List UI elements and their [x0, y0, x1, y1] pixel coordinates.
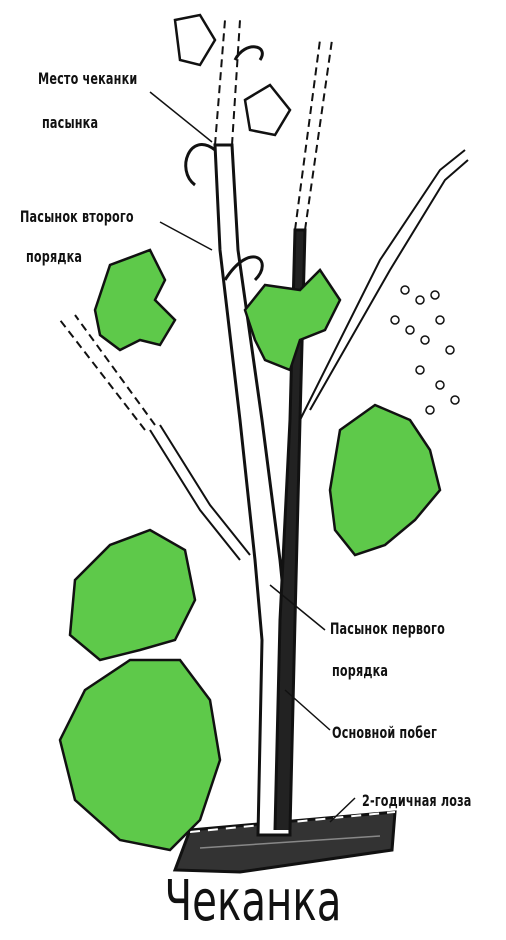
label-pinching-place-line2: пасынка [42, 110, 98, 136]
label-first-order-line1: Пасынок первого [330, 616, 445, 642]
leaf-upper-left [95, 250, 175, 350]
label-main-shoot: Основной побег [332, 720, 437, 746]
label-pinching-place-line1: Место чеканки [38, 66, 137, 92]
grape-cluster [391, 286, 459, 414]
label-first-order-line2: порядка [332, 658, 388, 684]
label-second-order-line1: Пасынок второго [20, 204, 134, 230]
main-shoot [215, 145, 305, 835]
label-two-year-vine: 2-годичная лоза [362, 788, 472, 814]
leaf-tip-outline [175, 15, 215, 65]
leaf-bottom-left [60, 660, 220, 850]
leaf-lower-left [70, 530, 195, 660]
leaf-right [330, 405, 440, 555]
label-second-order-line2: порядка [26, 244, 82, 270]
diagram-title: Чеканка [51, 872, 456, 932]
leaf-small-outline [245, 85, 290, 135]
